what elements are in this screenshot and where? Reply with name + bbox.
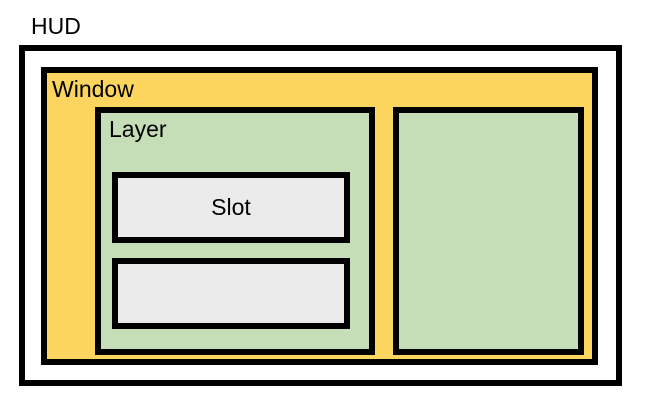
- layer-box-unlabeled: [393, 107, 584, 355]
- slot-box-labeled: Slot: [112, 172, 350, 243]
- window-label: Window: [52, 76, 134, 102]
- slot-label: Slot: [211, 193, 251, 220]
- layer-label: Layer: [109, 116, 167, 142]
- slot-box-empty: [112, 258, 350, 329]
- hud-label: HUD: [31, 13, 81, 39]
- window-box: Window Layer Slot: [41, 67, 598, 365]
- layer-box: Layer Slot: [95, 107, 375, 355]
- hud-box: Window Layer Slot: [19, 45, 622, 386]
